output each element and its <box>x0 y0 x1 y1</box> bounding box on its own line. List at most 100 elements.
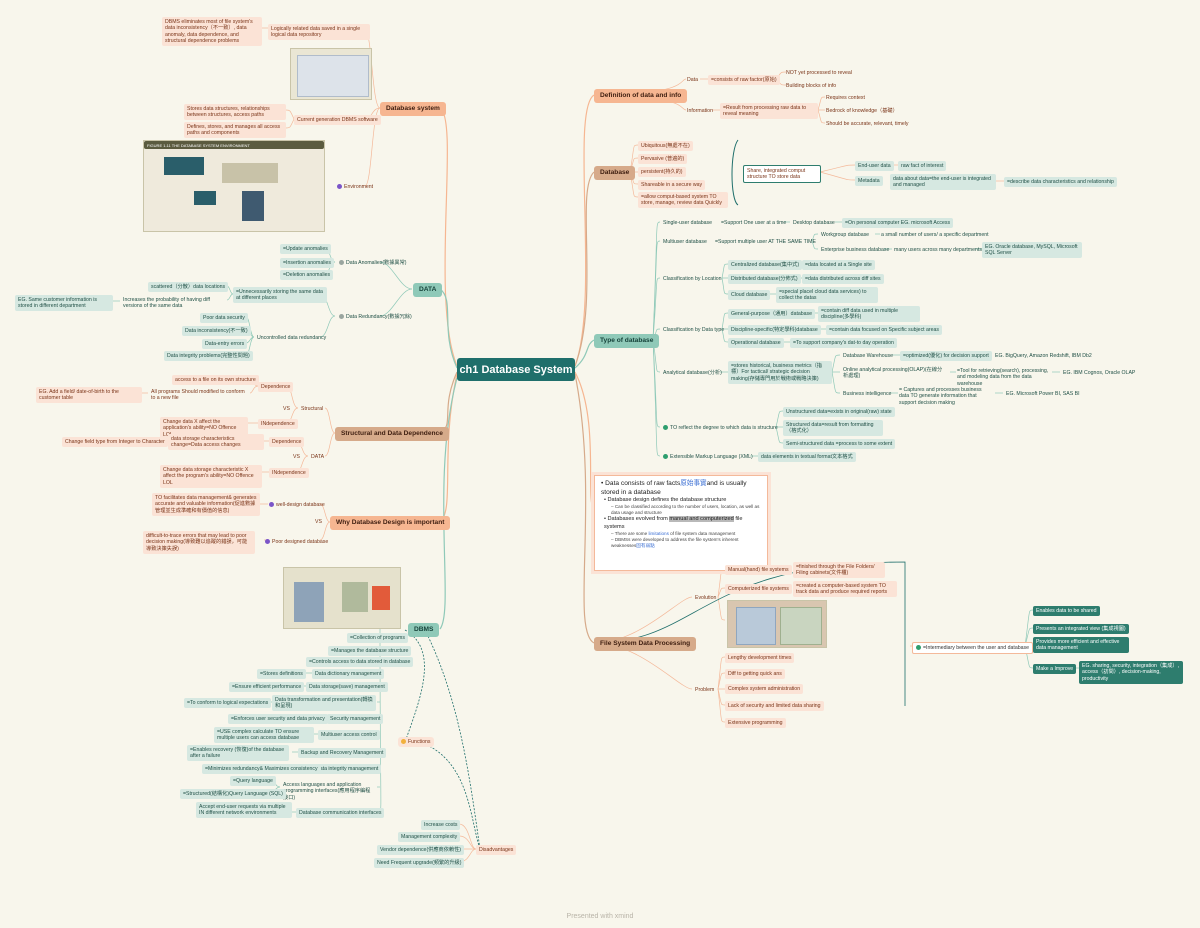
node-func-9[interactable]: Database communication interfaces <box>296 808 385 818</box>
node-describe[interactable]: =describe data characteristics and relat… <box>1004 177 1117 187</box>
node-func-7[interactable]: Data integrity management <box>313 764 382 774</box>
node-discipline-desc[interactable]: =contain data focused on Specific subjec… <box>826 325 943 335</box>
node-change-field-type[interactable]: Change field type from Integer to Charac… <box>62 437 168 447</box>
node-building-blocks[interactable]: Building blocks of info <box>786 82 837 89</box>
node-workgroup-desc[interactable]: a small number of users/ a specific depa… <box>881 231 989 238</box>
node-result-2[interactable]: Presents an integrated view (集成視圖) <box>1033 624 1129 634</box>
node-data-anomalies[interactable]: Data Anomalies(數據異常) <box>336 258 410 268</box>
node-func-8[interactable]: Access languages and application program… <box>283 781 371 801</box>
topic-file-system[interactable]: File System Data Processing <box>594 637 697 652</box>
node-controls-access[interactable]: =Controls access to data stored in datab… <box>306 657 414 667</box>
node-requires-context[interactable]: Requires context <box>826 94 865 101</box>
node-class-location[interactable]: Classification by Location <box>663 275 722 282</box>
node-structural-dependence[interactable]: Dependence <box>258 382 294 392</box>
node-cloud-desc[interactable]: =special placel cloud data services) to … <box>776 287 878 303</box>
node-scattered[interactable]: scattered（分散）data locations <box>148 282 229 292</box>
node-olap-desc[interactable]: =Tool for retrieving(search), processing… <box>957 367 1049 387</box>
node-manual[interactable]: Manual(hand) file systems <box>725 565 792 575</box>
node-eg-same-customer[interactable]: EG. Same customer information is stored … <box>15 295 113 311</box>
topic-structural-data-dependence[interactable]: Structural and Data Dependence <box>335 427 449 442</box>
node-entry-errors[interactable]: Data-entry errors <box>202 339 248 349</box>
node-data-redundancy[interactable]: Data Redundancy(數據冗餘) <box>336 312 415 322</box>
node-func-4-desc[interactable]: =Enforces user security and data privacy <box>228 714 328 724</box>
node-data[interactable]: Data <box>687 76 698 83</box>
node-poor-security[interactable]: Poor data security <box>200 313 248 323</box>
node-func-3-desc[interactable]: =To conform to logical expectations <box>184 698 272 708</box>
node-centralized-desc[interactable]: =data located at a Single site <box>802 260 875 270</box>
node-centralized[interactable]: Centralized database(集中式) <box>728 260 803 270</box>
node-func-5[interactable]: Multiuser access control <box>318 730 380 740</box>
node-well-design[interactable]: well-design database <box>266 500 328 510</box>
node-raw-fact[interactable]: raw fact of interest <box>898 161 947 171</box>
node-problem-4[interactable]: Lack of security and limited data sharin… <box>725 701 824 711</box>
node-logically-related[interactable]: Logically related data saved in a single… <box>268 24 370 40</box>
node-func-3[interactable]: Data transformation and presentation(轉換和… <box>272 695 376 711</box>
node-xml[interactable]: Extensible Markup Language (XML) <box>660 452 756 462</box>
root-topic[interactable]: ch1 Database System <box>457 358 575 381</box>
topic-database-system[interactable]: Database system <box>380 102 446 117</box>
node-independence-desc[interactable]: Change data X affect the application's a… <box>160 417 248 440</box>
node-support-one[interactable]: =Support One user at a time <box>721 219 787 226</box>
node-data-dependence-group[interactable]: DATA <box>311 453 325 460</box>
node-func-2[interactable]: Data storage(save) management <box>306 682 388 692</box>
node-operational[interactable]: Operational database <box>728 338 784 348</box>
topic-definition[interactable]: Definition of data and info <box>594 89 688 104</box>
node-metadata[interactable]: Metadata <box>855 176 883 186</box>
node-persistent[interactable]: persistent(持久的) <box>638 167 686 177</box>
node-manages-structure[interactable]: =Manages the database structure <box>328 646 412 656</box>
node-shareable[interactable]: Shareable in a secure way <box>638 180 706 190</box>
node-general-desc[interactable]: =contain diff data used in multiple disc… <box>818 306 920 322</box>
node-warehouse[interactable]: Database Warehouse <box>843 352 893 359</box>
node-func-8-query[interactable]: =Query language <box>230 776 276 786</box>
node-unstructured[interactable]: Unstructured data=exists in original(raw… <box>783 407 895 417</box>
node-update-anomalies[interactable]: =Update anomalies <box>280 244 331 254</box>
node-ubiquitous[interactable]: Ubiquitous(無處不在) <box>638 141 693 151</box>
node-result-3[interactable]: Provides more efficient and effective da… <box>1033 637 1129 653</box>
node-data-dependence-desc[interactable]: data storage characteristics change=Data… <box>168 434 264 450</box>
node-analytical[interactable]: Analytical database(分析) <box>663 369 722 376</box>
node-reflect[interactable]: TO reflect the degree to which data is s… <box>660 423 781 433</box>
node-problem-2[interactable]: Diff to getting quick ans <box>725 669 785 679</box>
node-bi[interactable]: Business intelligence <box>843 390 892 397</box>
node-enduser-data[interactable]: End-user data <box>855 161 894 171</box>
node-problem-3[interactable]: Complex system administration <box>725 684 804 694</box>
node-class-type[interactable]: Classification by Data type <box>663 326 725 333</box>
node-dis-3[interactable]: Vendor dependence(供應商依賴性) <box>377 845 465 855</box>
node-functions[interactable]: Functions <box>398 737 434 747</box>
topic-why-design[interactable]: Why Database Design is important <box>330 516 451 531</box>
node-evolution[interactable]: Evolution <box>695 594 717 601</box>
node-warehouse-desc[interactable]: =optimized(優化) for decision support <box>900 351 992 361</box>
node-defines-stores[interactable]: Defines, stores, and manages all access … <box>184 122 286 138</box>
node-operational-desc[interactable]: =To support company's dat-to day operati… <box>790 338 897 348</box>
node-func-5-desc[interactable]: =USE complex calculate TO ensure multipl… <box>214 727 314 743</box>
node-support-multi[interactable]: =Support multiple user AT THE SAME TIME <box>715 238 816 245</box>
node-all-programs[interactable]: All programs Should modified to conform … <box>151 388 245 402</box>
node-func-9-desc[interactable]: Accept end-user requests via multiple IN… <box>196 802 292 818</box>
node-semi-structured[interactable]: Semi-structured data =process to some ex… <box>783 439 896 449</box>
node-data-consists[interactable]: =consists of raw factor(原始) <box>708 75 780 85</box>
node-pervasive[interactable]: Pervasive (普遍的) <box>638 154 688 164</box>
node-share-integrated[interactable]: Share, integrated comput structure TO st… <box>743 165 821 183</box>
node-func-4[interactable]: Security management <box>327 714 384 724</box>
node-func-2-desc[interactable]: =Ensure efficient performance <box>229 682 305 692</box>
node-deletion-anomalies[interactable]: =Deletion anomalies <box>280 270 334 280</box>
node-information[interactable]: Information <box>687 107 713 114</box>
node-manual-desc[interactable]: =finished through the File Folders/ Fili… <box>793 562 885 578</box>
node-enterprise-desc[interactable]: many users across many departments <box>894 246 982 253</box>
node-multiuser[interactable]: Multiuser database <box>663 238 707 245</box>
node-discipline[interactable]: Discipline-specific(特定學科)database <box>728 325 821 335</box>
node-environment[interactable]: Environment <box>334 182 376 192</box>
node-olap-eg[interactable]: EG. IBM Cognos, Oracle OLAP <box>1063 369 1136 376</box>
node-func-7-desc[interactable]: =Minimizes redundancy& Maximizes consist… <box>202 764 321 774</box>
node-integrity-problems[interactable]: Data integrity problems(完整性問題) <box>164 351 253 361</box>
node-data-independence[interactable]: INdependence <box>269 468 309 478</box>
node-data-dependence[interactable]: Dependence <box>269 437 305 447</box>
node-poor-designed-desc[interactable]: difficult-to-trace errors that may lead … <box>143 531 255 554</box>
node-distributed-desc[interactable]: =data distributed across diff sites <box>802 274 884 284</box>
node-accurate[interactable]: Should be accurate, relevant, timely <box>826 120 909 127</box>
node-result-4-desc[interactable]: EG. sharing, security, integration（集成）, … <box>1079 661 1183 684</box>
node-computerized[interactable]: Computerized file systems <box>725 584 792 594</box>
node-bi-desc[interactable]: = Captures and processes business data T… <box>899 386 982 406</box>
topic-data[interactable]: DATA <box>413 283 443 298</box>
node-olap[interactable]: Online analytical processing(OLAP)(在線分析處… <box>843 366 943 380</box>
